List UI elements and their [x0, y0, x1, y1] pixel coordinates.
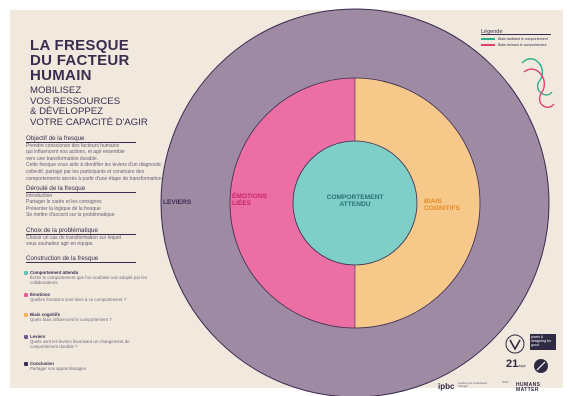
step-conclusion: Conclusion Partager vos apprentissages — [24, 361, 150, 371]
comportement-core — [292, 140, 418, 266]
poster-subtitle: MOBILISEZ VOS RESSOURCES & DÉVELOPPEZ VO… — [30, 85, 148, 128]
days-logo: 21days — [506, 358, 526, 370]
build-section: Construction de la fresque — [26, 256, 136, 264]
legend-swatch — [481, 44, 495, 46]
step-marker — [24, 313, 28, 317]
pixels-logo: pixels & designing for good — [530, 334, 556, 350]
subtitle-line-4: VOTRE CAPACITÉ D'AGIR — [30, 116, 148, 128]
leviers-label: LEVIERS — [163, 199, 192, 206]
legend-label: Biais freinant le comportement — [498, 43, 547, 47]
ipbc-logo: ipbc — [438, 382, 455, 391]
title-line-2: DU FACTEUR — [30, 52, 130, 69]
step-emotions: Émotions Quelles émotions sont liées à c… — [24, 292, 150, 302]
step-desc: Quelles émotions sont liées à ce comport… — [30, 297, 127, 302]
days-num: 21 — [506, 358, 519, 370]
ipbc-subtitle: Institut pour le Behavior Change — [458, 381, 488, 389]
problem-heading: Choix de la problématique — [26, 228, 136, 235]
step-title: Émotions — [30, 292, 51, 297]
step-comportement: Comportement attendu Écrire le comportem… — [24, 270, 150, 285]
build-heading: Construction de la fresque — [26, 256, 136, 263]
problem-section: Choix de la problématique Choisir un cas… — [26, 228, 136, 249]
objective-line: qui influencent nos actions, et agir ens… — [26, 149, 125, 156]
process-intro-line: Partager le cadre et les consignes — [26, 199, 102, 206]
center-label: COMPORTEMENT ATTENDU — [300, 194, 410, 208]
legend-box: Légende Biais facilitant le comportement… — [481, 29, 551, 49]
emotions-line-1: ÉMOTIONS — [232, 193, 268, 200]
objective-line: Prendre conscience des facteurs humains — [26, 142, 120, 149]
title-line-3: HUMAIN — [30, 67, 92, 84]
biais-half — [355, 78, 480, 328]
legend-swatch — [481, 38, 495, 40]
objective-line: vers une transformation durable. — [26, 155, 98, 162]
step-title: Comportement attendu — [30, 270, 79, 275]
emotions-half — [230, 78, 355, 328]
legend-squiggle-red — [523, 68, 555, 108]
legend-label: Biais facilitant le comportement — [498, 37, 548, 41]
process-section: Déroulé de la fresque Introduction Parta… — [26, 186, 136, 220]
days-sub: days — [518, 364, 526, 368]
objective-line: collectif, partagé par les participants … — [26, 168, 145, 175]
biais-label: BIAIS COGNITIFS — [424, 198, 460, 212]
step-marker — [24, 335, 28, 339]
step-marker — [24, 271, 28, 275]
legend-heading: Légende — [481, 29, 551, 35]
poster-title: LA FRESQUE DU FACTEUR HUMAIN — [30, 38, 130, 83]
emotions-line-2: LIÉES — [232, 200, 252, 208]
step-leviers: Leviers Quels sont les leviers favorisan… — [24, 334, 150, 349]
problem-line: Choisir un cas de transformation sur leq… — [26, 234, 122, 241]
step-desc: Partager vos apprentissages — [30, 366, 86, 371]
step-biais: Biais cognitifs Quels biais influencent … — [24, 312, 150, 322]
legend-item: Biais facilitant le comportement — [481, 37, 551, 41]
legend-squiggle-green — [521, 58, 553, 96]
step-title: Conclusion — [30, 361, 54, 366]
step-marker — [24, 362, 28, 366]
humans-prefix: WHY — [502, 380, 509, 384]
step-desc: Quels sont les leviers favorisant un cha… — [30, 339, 130, 349]
subtitle-line-3: & DÉVELOPPEZ — [30, 106, 104, 117]
process-heading: Déroulé de la fresque — [26, 186, 136, 193]
emotions-label: ÉMOTIONS LIÉES — [232, 193, 267, 207]
subtitle-line-2: VOS RESSOURCES — [30, 95, 121, 107]
step-desc: Quels biais influencent le comportement … — [30, 317, 112, 322]
humans-matter-logo: HUMANS MATTER — [516, 382, 541, 393]
biais-line-2: COGNITIFS — [424, 205, 460, 213]
title-line-1: LA FRESQUE — [30, 37, 130, 54]
biais-line-1: BIAIS — [424, 198, 442, 205]
circle-slash-logo — [534, 359, 548, 373]
center-line-1: COMPORTEMENT — [326, 194, 384, 201]
objective-heading: Objectif de la fresque — [26, 136, 136, 143]
objective-section: Objectif de la fresque Prendre conscienc… — [26, 136, 163, 183]
process-intro-line: Présenter la logique de la fresque — [26, 205, 101, 212]
objective-line: Cette fresque vous aide à identifier les… — [26, 162, 162, 169]
problem-line: vous souhaitez agir en équipe. — [26, 241, 94, 248]
process-intro-line: Se mettre d'accord sur la problématique — [26, 212, 115, 219]
objective-line: comportements ancrés à partir d'une étap… — [26, 175, 163, 182]
step-desc: Écrire le comportement que l'on souhaite… — [30, 275, 148, 285]
subtitle-line-1: MOBILISEZ — [30, 85, 82, 96]
step-title: Leviers — [30, 334, 46, 339]
v-shield-logo — [505, 334, 525, 354]
process-intro-line: Introduction — [26, 192, 53, 199]
step-marker — [24, 293, 28, 297]
legend-item: Biais freinant le comportement — [481, 43, 551, 47]
center-line-2: ATTENDU — [339, 201, 371, 209]
step-title: Biais cognitifs — [30, 312, 61, 317]
